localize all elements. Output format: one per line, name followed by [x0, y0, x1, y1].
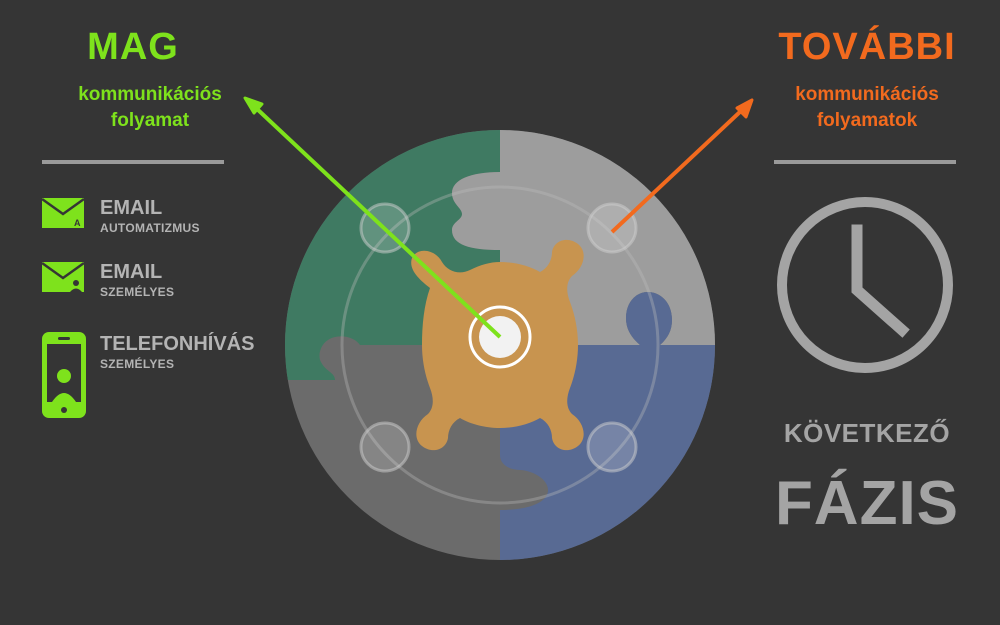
node-bottom-right — [586, 421, 638, 473]
list-item-subtitle: AUTOMATIZMUS — [100, 221, 200, 235]
core-subtitle: kommunikációs folyamat — [0, 82, 300, 134]
left-divider — [42, 160, 224, 164]
further-title: TOVÁBBI — [778, 26, 956, 68]
list-item-subtitle: SZEMÉLYES — [100, 285, 175, 299]
core-subtitle-line1: kommunikációs — [78, 84, 222, 105]
further-subtitle-line1: kommunikációs — [795, 84, 939, 105]
further-subtitle-line2: folyamatok — [816, 110, 918, 131]
node-top-right — [586, 202, 638, 254]
further-subtitle: kommunikációs folyamatok — [734, 82, 1000, 134]
next-phase-title: FÁZIS — [774, 469, 960, 538]
clock-icon — [777, 197, 953, 373]
list-item-title: TELEFONHÍVÁS — [100, 333, 255, 355]
email-auto-icon: A — [42, 197, 84, 228]
list-item-subtitle: SZEMÉLYES — [100, 357, 175, 371]
right-divider — [774, 160, 956, 164]
phone-icon — [42, 332, 86, 418]
inner-ring — [340, 185, 660, 505]
core-title: MAG — [87, 26, 179, 68]
list-item-title: EMAIL — [100, 261, 163, 283]
core-arrow — [243, 96, 502, 339]
list-item-phone: TELEFONHÍVÁS SZEMÉLYES — [42, 332, 254, 418]
node-bottom-left — [359, 421, 411, 473]
list-item-title: EMAIL — [100, 197, 163, 219]
further-arrow — [610, 98, 754, 234]
list-item-email-personal: EMAIL SZEMÉLYES — [42, 260, 174, 300]
svg-text:A: A — [74, 218, 81, 228]
core-subtitle-line2: folyamat — [110, 110, 190, 131]
email-personal-icon — [42, 261, 84, 292]
next-phase-label: KÖVETKEZŐ — [783, 418, 951, 448]
center-target-ring — [468, 305, 532, 369]
list-item-email-auto: A EMAIL AUTOMATIZMUS — [42, 196, 200, 236]
